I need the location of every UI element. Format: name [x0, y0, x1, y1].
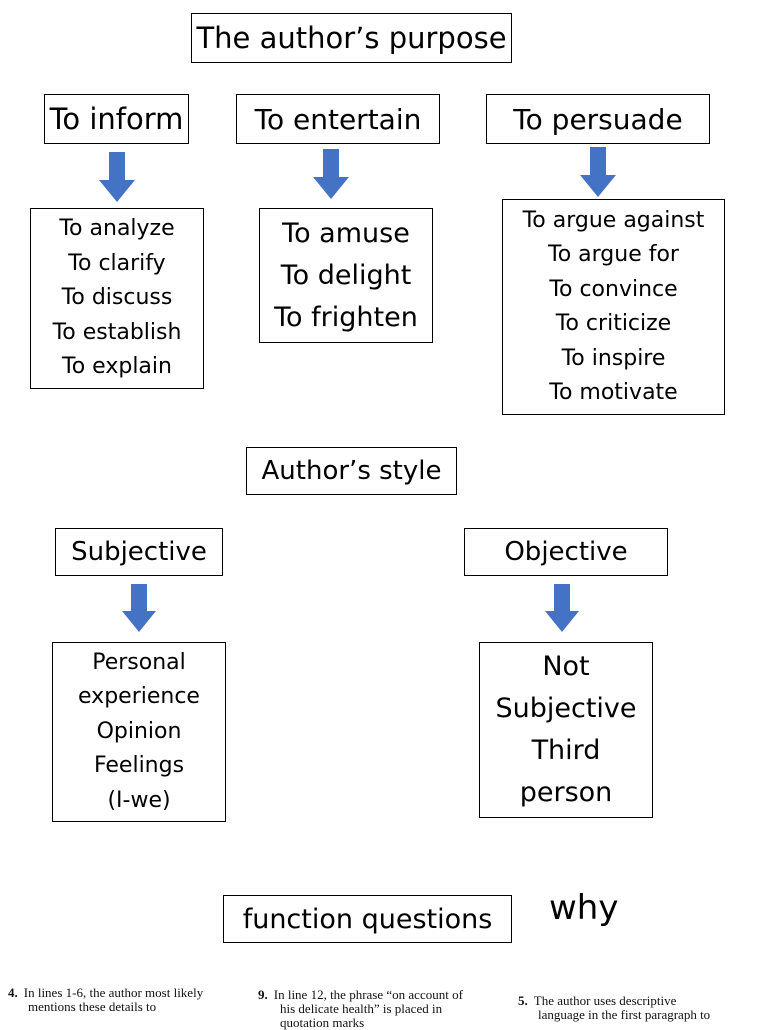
question-number: 4. — [8, 985, 18, 1000]
heading-label: To persuade — [513, 102, 683, 136]
purpose-item: To amuse — [282, 217, 410, 249]
question-line: his delicate health” is placed in — [280, 1001, 443, 1016]
style-item: Subjective — [495, 693, 637, 724]
purpose-item: To analyze — [59, 216, 175, 242]
question-line: In line 12, the phrase “on account of — [273, 987, 463, 1002]
purpose-item: To argue against — [522, 207, 705, 233]
purpose-item: To delight — [280, 259, 412, 291]
style-item: experience — [78, 684, 200, 710]
style-item: (I-we) — [107, 787, 171, 813]
style-item: Third — [531, 735, 601, 766]
style-items-subjective: Personal experience Opinion Feelings (I-… — [52, 642, 226, 822]
down-arrow-icon — [122, 584, 156, 632]
function-title: function questions — [242, 903, 493, 935]
purpose-item: To explain — [62, 354, 172, 380]
style-item: Not — [542, 651, 590, 682]
style-items-objective: Not Subjective Third person — [479, 642, 653, 818]
purpose-item: To clarify — [68, 250, 166, 276]
purpose-item: To criticize — [555, 311, 672, 336]
purpose-item: To establish — [52, 319, 182, 345]
purpose-items-persuade: To argue against To argue for To convinc… — [502, 199, 725, 415]
purpose-items-inform: To analyze To clarify To discuss To esta… — [30, 208, 204, 389]
purpose-item: To inspire — [561, 345, 666, 371]
style-item: Opinion — [96, 718, 182, 744]
question-line: language in the first paragraph to — [538, 1007, 711, 1022]
style-title: Author’s style — [261, 456, 442, 486]
purpose-item: To argue for — [548, 242, 679, 267]
style-heading-subjective: Subjective — [55, 528, 223, 576]
style-item: person — [519, 777, 613, 808]
heading-label: To inform — [49, 102, 184, 136]
style-item: Feelings — [93, 753, 185, 779]
function-title-box: function questions — [223, 895, 512, 943]
heading-label: To entertain — [254, 102, 422, 136]
style-heading-objective: Objective — [464, 528, 668, 576]
purpose-items-entertain: To amuse To delight To frighten — [259, 208, 433, 343]
heading-label: Objective — [504, 537, 628, 567]
down-arrow-icon — [99, 152, 135, 202]
purpose-item: To motivate — [549, 380, 678, 405]
style-item: Personal — [92, 649, 186, 675]
why-label: why — [549, 888, 619, 928]
down-arrow-icon — [580, 147, 616, 197]
heading-label: Subjective — [71, 537, 207, 567]
question-line: The author uses descriptive — [533, 993, 677, 1008]
purpose-item: To frighten — [274, 301, 418, 333]
purpose-item: To convince — [549, 276, 678, 302]
down-arrow-icon — [545, 584, 579, 632]
question-line: quotation marks — [280, 1015, 365, 1030]
question-line: mentions these details to — [28, 999, 157, 1014]
question-number: 5. — [518, 993, 528, 1008]
purpose-heading-entertain: To entertain — [236, 94, 440, 144]
purpose-heading-persuade: To persuade — [486, 94, 710, 144]
purpose-title-box: The author’s purpose — [191, 13, 512, 63]
question-line: In lines 1-6, the author most likely — [23, 985, 204, 1000]
purpose-item: To discuss — [61, 285, 173, 311]
question-5: 5. The author uses descriptive language i… — [518, 994, 710, 1022]
purpose-title: The author’s purpose — [196, 21, 507, 55]
purpose-heading-inform: To inform — [44, 94, 189, 144]
down-arrow-icon — [313, 149, 349, 199]
question-4: 4. In lines 1-6, the author most likely m… — [8, 986, 203, 1014]
question-number: 9. — [258, 987, 268, 1002]
style-title-box: Author’s style — [246, 447, 457, 495]
